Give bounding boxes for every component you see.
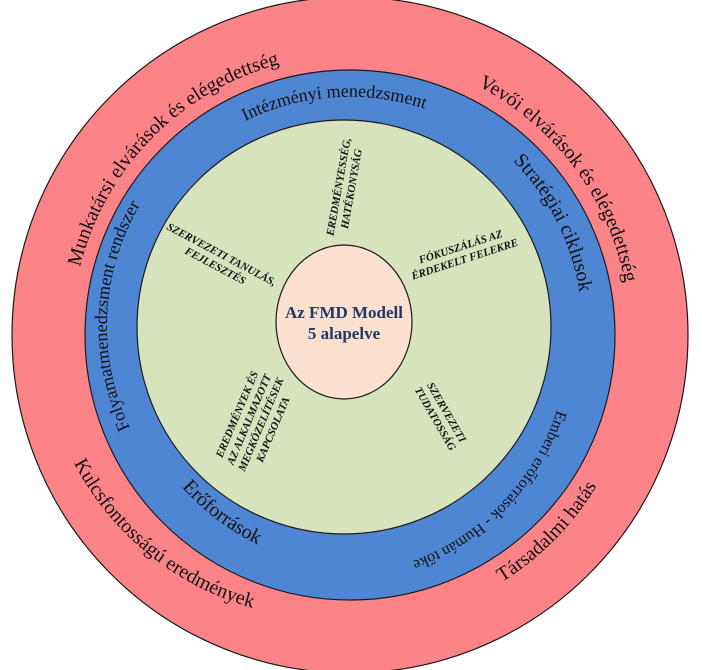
center-disc: [275, 244, 413, 400]
center-title: Az FMD Modell: [285, 303, 403, 322]
center-subtitle: 5 alapelve: [308, 324, 381, 343]
